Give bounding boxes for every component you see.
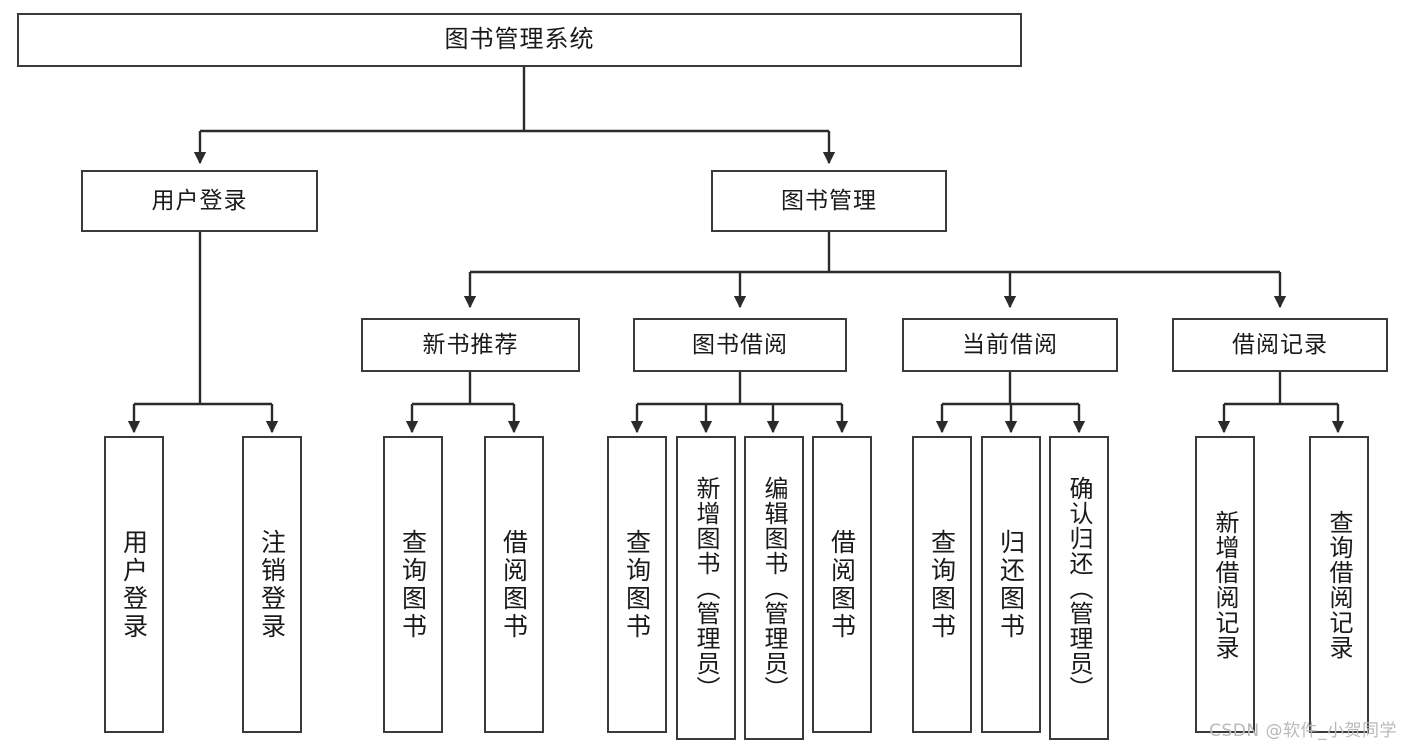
leaf-confirm-return[interactable]: 确认归还（管理员） — [1049, 436, 1109, 740]
leaf-add-record[interactable]: 新增借阅记录 — [1195, 436, 1255, 733]
node-label: 借阅图书 — [499, 528, 529, 641]
leaf-query-book-1[interactable]: 查询图书 — [383, 436, 443, 733]
node-label: 确认归还（管理员） — [1065, 475, 1093, 701]
node-label: 新增图书（管理员） — [692, 475, 720, 701]
node-label: 借阅记录 — [1232, 331, 1328, 358]
node-label: 注销登录 — [257, 528, 287, 641]
leaf-query-record[interactable]: 查询借阅记录 — [1309, 436, 1369, 733]
leaf-add-book[interactable]: 新增图书（管理员） — [676, 436, 736, 740]
node-label: 新增借阅记录 — [1211, 509, 1239, 660]
leaf-borrow-book-1[interactable]: 借阅图书 — [484, 436, 544, 733]
node-label: 用户登录 — [119, 528, 149, 641]
node-label: 查询图书 — [622, 528, 652, 641]
node-user-login[interactable]: 用户登录 — [81, 170, 318, 232]
leaf-logout[interactable]: 注销登录 — [242, 436, 302, 733]
leaf-query-book-3[interactable]: 查询图书 — [912, 436, 972, 733]
node-book-manage[interactable]: 图书管理 — [711, 170, 947, 232]
node-label: 图书管理 — [781, 187, 877, 214]
node-label: 归还图书 — [996, 528, 1026, 641]
node-label: 新书推荐 — [422, 331, 519, 358]
node-label: 用户登录 — [151, 187, 248, 214]
node-borrow-record[interactable]: 借阅记录 — [1172, 318, 1388, 372]
node-book-borrow[interactable]: 图书借阅 — [633, 318, 847, 372]
leaf-edit-book[interactable]: 编辑图书（管理员） — [744, 436, 804, 740]
node-label: 图书管理系统 — [444, 25, 595, 54]
leaf-borrow-book-2[interactable]: 借阅图书 — [812, 436, 872, 733]
node-label: 图书借阅 — [692, 331, 788, 358]
node-current-borrow[interactable]: 当前借阅 — [902, 318, 1118, 372]
leaf-return-book[interactable]: 归还图书 — [981, 436, 1041, 733]
node-label: 借阅图书 — [827, 528, 857, 641]
node-label: 查询图书 — [398, 528, 428, 641]
csdn-watermark: CSDN @软件_小贺同学 — [1209, 721, 1397, 741]
node-label: 当前借阅 — [962, 331, 1058, 358]
node-new-book-recommend[interactable]: 新书推荐 — [361, 318, 580, 372]
node-label: 查询借阅记录 — [1325, 509, 1353, 660]
node-root-system[interactable]: 图书管理系统 — [17, 13, 1022, 67]
leaf-query-book-2[interactable]: 查询图书 — [607, 436, 667, 733]
leaf-user-login[interactable]: 用户登录 — [104, 436, 164, 733]
node-label: 编辑图书（管理员） — [760, 475, 788, 701]
node-label: 查询图书 — [927, 528, 957, 641]
